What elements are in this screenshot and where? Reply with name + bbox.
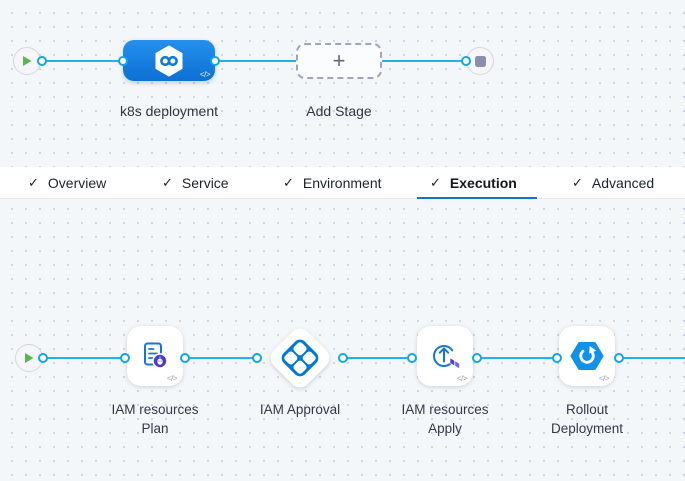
connector-line (477, 356, 557, 359)
connector-port[interactable] (210, 56, 220, 66)
connector-port[interactable] (38, 353, 48, 363)
connector-port[interactable] (180, 353, 190, 363)
step-node-iam-resources-apply[interactable]: </> (417, 326, 473, 386)
connector-port[interactable] (37, 56, 47, 66)
tab-environment[interactable]: ✓ Environment (283, 174, 382, 191)
connector-line (42, 59, 124, 62)
step-node-rollout-deployment[interactable]: </> (559, 326, 615, 386)
code-icon: </> (598, 374, 610, 383)
add-stage-label: Add Stage (306, 103, 372, 119)
connector-line (43, 356, 125, 359)
stage-node-k8s-deployment[interactable]: </> (123, 40, 215, 81)
connector-line (619, 356, 685, 359)
stop-icon (474, 55, 486, 67)
play-icon (23, 56, 32, 66)
step-node-iam-resources-plan[interactable]: </> (127, 326, 183, 386)
check-icon: ✓ (28, 174, 39, 190)
check-icon: ✓ (283, 174, 294, 190)
infinity-hexagon-icon (155, 45, 183, 76)
rollout-icon (570, 342, 604, 370)
stage-config-tab-bar: ✓ Overview ✓ Service ✓ Environment ✓ Exe… (0, 167, 685, 199)
add-stage-button[interactable]: + (296, 43, 382, 79)
step-node-iam-approval[interactable] (266, 324, 334, 392)
plus-icon: + (332, 48, 346, 73)
connector-port[interactable] (461, 56, 471, 66)
tab-execution[interactable]: ✓ Execution (430, 174, 517, 191)
connector-port[interactable] (118, 56, 128, 66)
connector-port[interactable] (338, 353, 348, 363)
connector-line (382, 59, 466, 62)
code-icon: </> (166, 374, 178, 383)
tab-service[interactable]: ✓ Service (162, 174, 229, 191)
code-icon: </> (456, 374, 468, 383)
connector-line (185, 356, 257, 359)
check-icon: ✓ (162, 174, 173, 190)
code-icon: </> (199, 70, 211, 79)
step-label-rollout-deployment: Rollout Deployment (550, 402, 624, 436)
step-label-iam-approval: IAM Approval (259, 402, 341, 417)
terraform-apply-icon (433, 345, 460, 369)
connector-port[interactable] (252, 353, 262, 363)
check-icon: ✓ (572, 174, 583, 190)
step-label-iam-resources-apply: IAM resources Apply (401, 402, 489, 436)
connector-line (343, 356, 412, 359)
check-icon: ✓ (430, 174, 441, 190)
stage-label: k8s deployment (119, 103, 219, 119)
connector-line (214, 59, 297, 62)
connector-port[interactable] (552, 353, 562, 363)
connector-port[interactable] (472, 353, 482, 363)
tab-advanced[interactable]: ✓ Advanced (572, 174, 655, 191)
connector-port[interactable] (407, 353, 417, 363)
active-tab-underline (417, 196, 537, 199)
play-icon (25, 353, 34, 363)
connector-port[interactable] (614, 353, 624, 363)
tab-overview[interactable]: ✓ Overview (28, 174, 107, 191)
terraform-plan-icon (144, 342, 168, 369)
approval-diamond-icon (278, 336, 322, 380)
connector-port[interactable] (120, 353, 130, 363)
step-label-iam-resources-plan: IAM resources Plan (111, 402, 199, 436)
